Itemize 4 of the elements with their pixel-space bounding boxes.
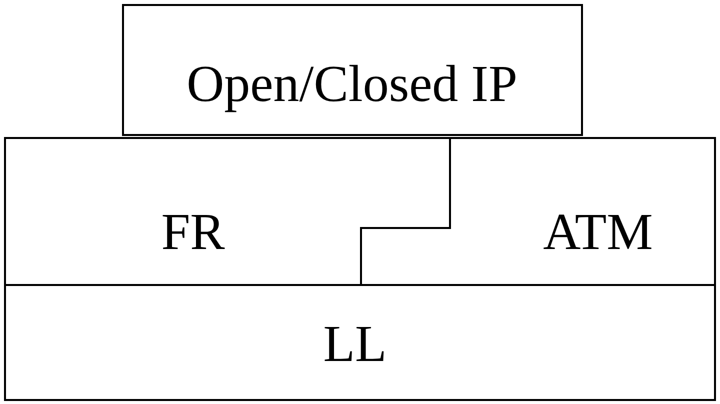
layer-label: Open/Closed IP [186,55,518,115]
layer-label: FR [161,203,225,263]
layer-label: ATM [543,203,653,263]
layer-label: LL [323,315,387,375]
